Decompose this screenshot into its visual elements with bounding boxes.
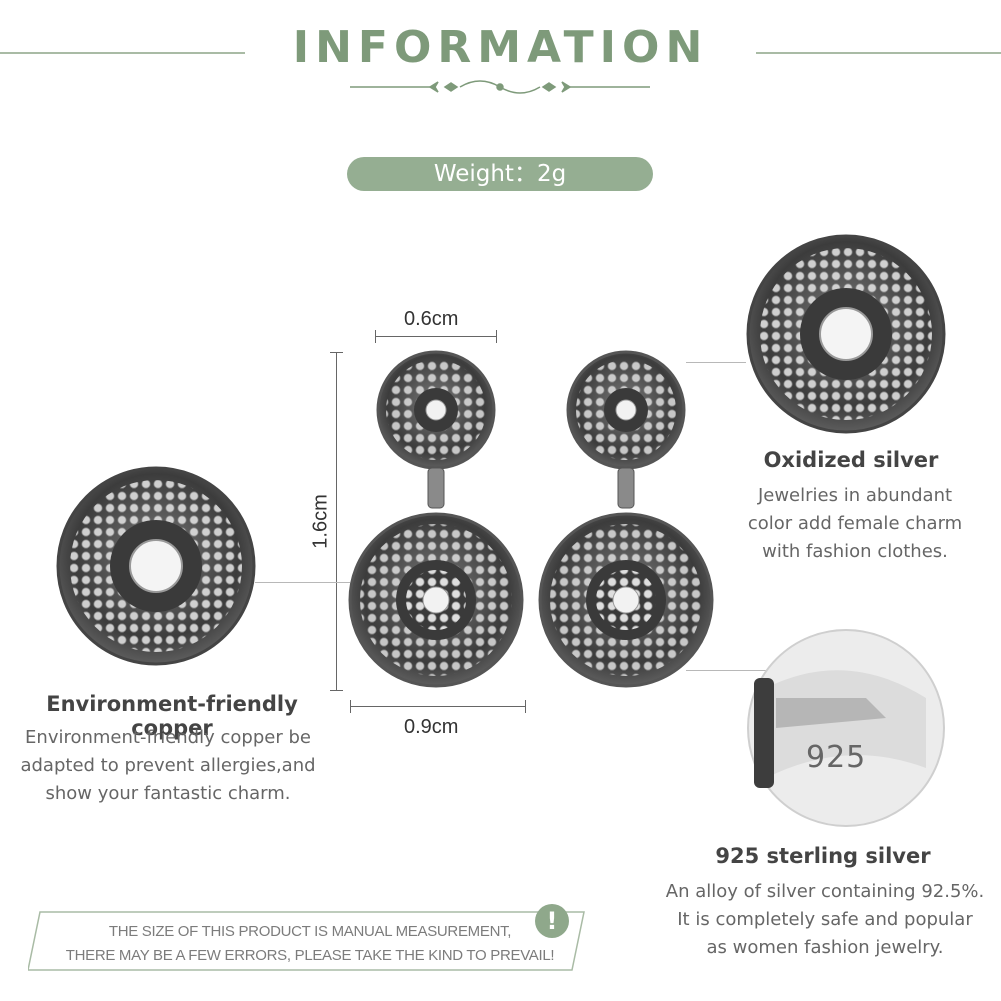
dim-line-top [375, 336, 497, 337]
width-bottom-label: 0.9cm [404, 716, 459, 738]
oxidized-description: Jewelries in abundant color add female c… [747, 485, 963, 562]
exclamation-icon: ! [535, 904, 569, 938]
oxidized-closeup-image [746, 234, 946, 434]
dim-tick [350, 700, 351, 713]
header-rule-left [0, 52, 245, 54]
dim-tick [496, 330, 497, 343]
width-top-label: 0.6cm [404, 308, 459, 330]
oxidized-title: Oxidized silver [763, 448, 939, 472]
dim-line-left [336, 352, 337, 690]
height-label: 1.6cm [309, 494, 332, 549]
copper-closeup-image [56, 466, 256, 666]
header-rule-right [756, 52, 1001, 54]
dim-tick [525, 700, 526, 713]
sterling-closeup-image [747, 629, 945, 827]
dim-tick [330, 690, 343, 691]
sterling-title: 925 sterling silver [715, 844, 931, 868]
stamp-925: 925 [806, 740, 867, 775]
guide-line-copper [255, 582, 350, 583]
measurement-notice: THE SIZE OF THIS PRODUCT IS MANUAL MEASU… [65, 923, 555, 964]
left-earring [348, 350, 524, 688]
page-title: INFORMATION [292, 22, 709, 73]
sterling-description: An alloy of silver containing 92.5%. It … [665, 881, 985, 958]
copper-description: Environment-friendly copper be adapted t… [20, 727, 316, 804]
copper-title: Environment-friendly copper [46, 692, 298, 740]
dim-tick [375, 330, 376, 343]
weight-badge: Weight：2g [347, 157, 653, 191]
earrings-illustration [348, 350, 714, 688]
ornament-divider-icon [350, 80, 650, 94]
guide-line-oxidized [686, 362, 746, 363]
right-earring [538, 350, 714, 688]
guide-line-sterling [686, 670, 766, 671]
notice-frame [28, 911, 585, 971]
dim-line-bottom [350, 706, 526, 707]
dim-tick [330, 352, 343, 353]
